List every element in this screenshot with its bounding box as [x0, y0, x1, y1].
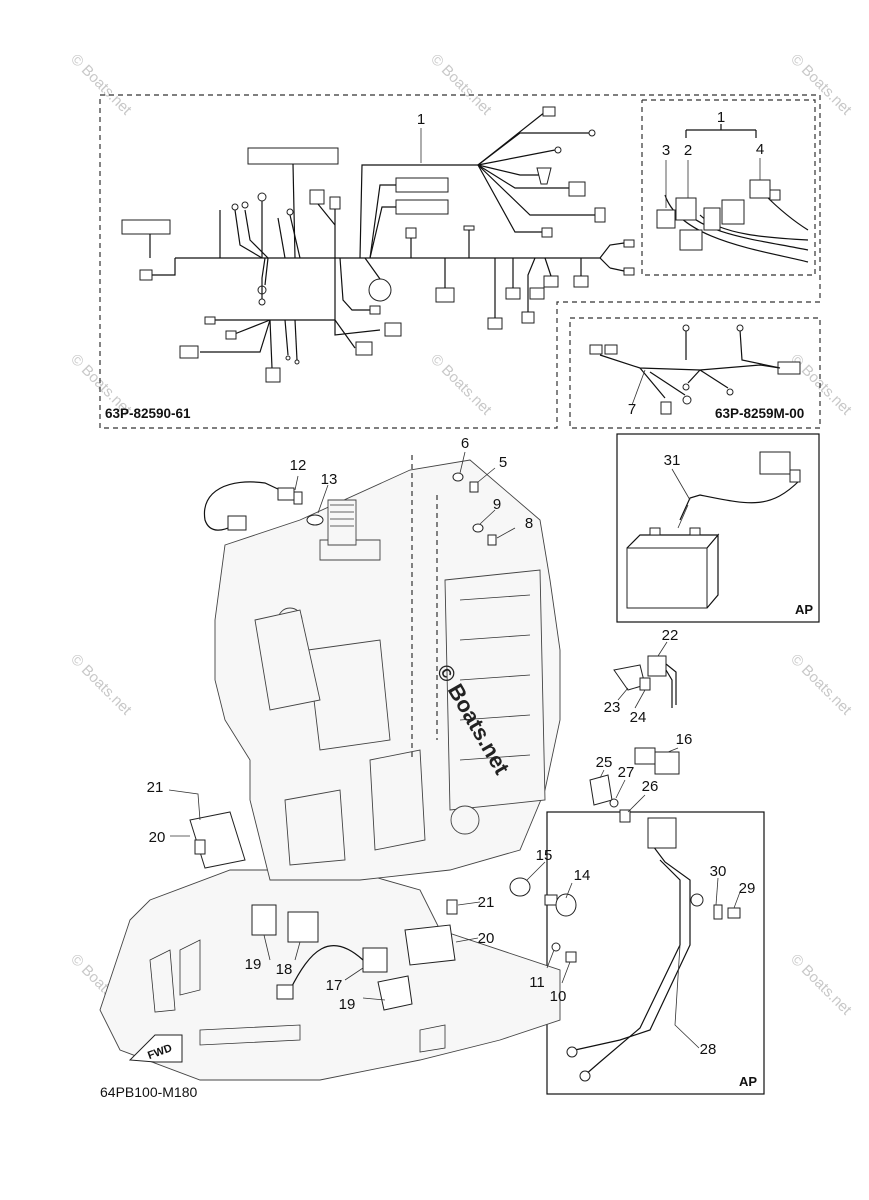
callout-1: 1 — [717, 109, 725, 126]
callout-21: 21 — [478, 894, 495, 911]
frame-dashes — [411, 455, 438, 760]
watermark: © Boats.net — [787, 51, 855, 119]
callout-27: 27 — [618, 764, 635, 781]
battery-cable-ap-panel — [546, 811, 765, 1095]
harness-sub-code: 63P-8259M-00 — [715, 406, 804, 421]
battery-ap-panel — [616, 433, 820, 623]
watermark: © Boats.net — [427, 51, 495, 119]
watermark: © Boats.net — [427, 351, 495, 419]
callout-30: 30 — [710, 863, 727, 880]
ap-label-cable: AP — [739, 1074, 757, 1089]
watermark: © Boats.net — [787, 651, 855, 719]
callout-23: 23 — [604, 699, 621, 716]
watermark: © Boats.net — [787, 951, 855, 1019]
main-harness-panel — [99, 94, 821, 429]
watermark: © Boats.net — [67, 651, 135, 719]
callout-6: 6 — [461, 435, 469, 452]
figure-id: 64PB100-M180 — [100, 1084, 198, 1100]
callout-10: 10 — [550, 988, 567, 1005]
callout-5: 5 — [499, 454, 507, 471]
callout-20: 20 — [149, 829, 166, 846]
callout-13: 13 — [321, 471, 338, 488]
callout-9: 9 — [493, 496, 501, 513]
callout-28: 28 — [700, 1041, 717, 1058]
callout-25: 25 — [596, 754, 613, 771]
callout-2: 2 — [684, 142, 692, 159]
callout-11: 11 — [529, 974, 545, 991]
callout-12: 12 — [290, 457, 307, 474]
callout-1: 1 — [417, 111, 425, 128]
callout-20: 20 — [478, 930, 495, 947]
engine-block — [99, 459, 561, 1081]
callout-19: 19 — [339, 996, 356, 1013]
callout-4: 4 — [756, 141, 764, 158]
callout-18: 18 — [276, 961, 293, 978]
callout-16: 16 — [676, 731, 693, 748]
callout-15: 15 — [536, 847, 553, 864]
callout-21: 21 — [147, 779, 164, 796]
harness-main-code: 63P-82590-61 — [105, 406, 191, 421]
callout-31: 31 — [664, 452, 681, 469]
callouts: 1 1 2 3 4 7 12 13 6 5 9 8 31 22 23 24 16… — [147, 109, 765, 1058]
callout-24: 24 — [630, 709, 647, 726]
leader-lines — [168, 128, 741, 1049]
callout-7: 7 — [628, 401, 636, 418]
callout-14: 14 — [574, 867, 591, 884]
callout-26: 26 — [642, 778, 659, 795]
callout-29: 29 — [739, 880, 756, 897]
callout-22: 22 — [662, 627, 679, 644]
parts-layer — [128, 472, 680, 1063]
callout-19: 19 — [245, 956, 262, 973]
callout-3: 3 — [662, 142, 670, 159]
ap-label-battery: AP — [795, 602, 813, 617]
callout-8: 8 — [525, 515, 533, 532]
callout-17: 17 — [326, 977, 343, 994]
watermark: © Boats.net — [67, 51, 135, 119]
